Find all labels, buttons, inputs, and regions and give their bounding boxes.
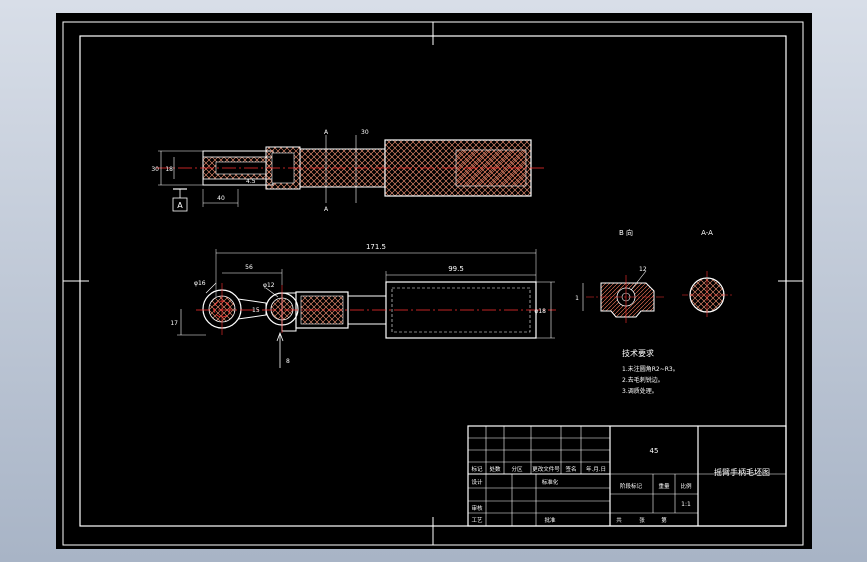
dim-hole-diameter: φ12 [263,282,275,289]
tb-standard: 标准化 [542,478,559,486]
material-designation: 45 [650,447,659,455]
tb-count: 处数 [489,465,501,473]
tb-process: 工艺 [471,517,483,524]
dim-left-height2: 18 [165,166,173,173]
section-mark-a-bottom: A [324,206,329,213]
tb-approve: 批准 [544,516,556,524]
top-section-view [156,135,546,212]
view-b [582,270,664,323]
section-aa-label: A-A [701,229,713,237]
section-aa [682,271,732,319]
dim-left-height: 30 [151,166,159,173]
tb-review: 审核 [471,504,483,512]
dim-body-length: 99.5 [448,265,464,273]
view-arrow-label: 8 [286,358,290,365]
front-view [177,249,556,368]
dim-small-offset: 4.5 [246,178,256,185]
tb-weight: 重量 [658,482,670,490]
dim-angle: 12 [639,266,647,273]
dim-body-diameter: φ18 [534,308,546,315]
tech-req-item-2: 2.去毛刺锐边。 [622,376,664,384]
dim-side: 15 [252,307,260,314]
section-mark-a-top: A [324,129,329,136]
tb-sheet-total: 共 [616,516,622,524]
dim-ref-1: 1 [575,295,579,302]
tb-zone: 分区 [511,465,523,473]
drawing-title: 摇臂手柄毛坯图 [714,467,770,477]
tb-sheet-no: 第 [661,516,667,524]
tb-stage: 阶段标记 [620,482,643,490]
cad-drawing: A 30 18 40 4.5 A A 30 [62,21,804,546]
tb-design: 设计 [471,478,483,486]
dim-small-hole: φ16 [194,280,206,287]
tb-sign: 签名 [565,465,576,473]
dim-eye-height: 17 [170,320,178,327]
tech-req-title: 技术要求 [622,348,654,358]
title-block-grid [467,425,787,527]
outer-border [62,21,804,546]
dim-30: 30 [361,129,369,136]
tb-sheet-label: 张 [639,516,645,524]
dim-overall-length: 171.5 [366,243,386,251]
datum-box [172,197,188,212]
tb-date: 年.月.日 [586,465,606,473]
tb-scale-value: 1:1 [681,501,691,508]
tb-ratio: 比例 [680,482,692,490]
tb-mark: 标记 [471,465,483,473]
dim-offset: 56 [245,264,253,271]
view-b-label: B 向 [619,228,633,237]
tech-req-item-1: 1.未注圆角R2~R3。 [622,365,679,373]
tb-change-doc: 更改文件号 [532,465,560,473]
drawing-sheet: A 30 18 40 4.5 A A 30 [56,13,812,549]
inner-border [79,35,787,527]
dim-left-length: 40 [217,195,225,202]
tech-req-item-3: 3.调质处理。 [622,387,658,395]
datum-label: A [177,201,183,210]
